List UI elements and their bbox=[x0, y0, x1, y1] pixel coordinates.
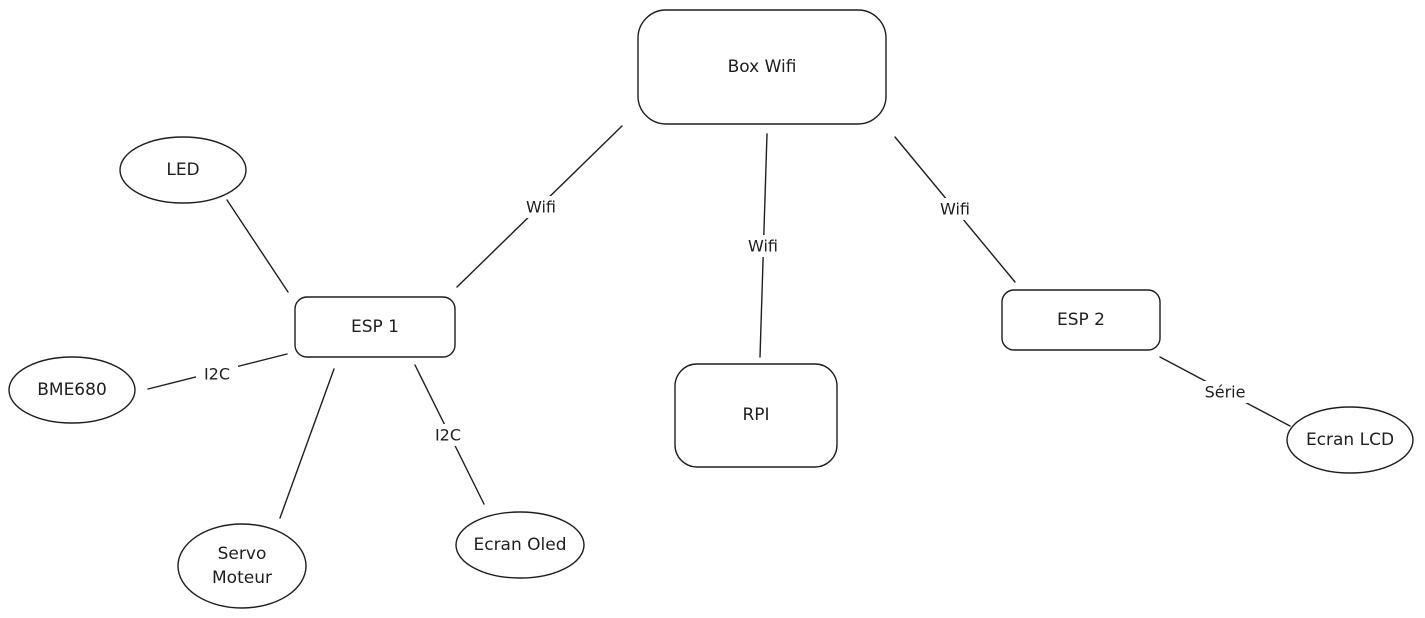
node-label: LED bbox=[166, 160, 199, 180]
edge-label-esp1-oled: I2C bbox=[427, 424, 469, 446]
node-label: Ecran LCD bbox=[1306, 430, 1394, 450]
node-box-wifi: Box Wifi bbox=[637, 9, 887, 125]
node-esp2: ESP 2 bbox=[1001, 289, 1161, 351]
node-led: LED bbox=[119, 136, 247, 204]
edge-label-text: Série bbox=[1205, 383, 1246, 402]
edge-label-text: Wifi bbox=[526, 198, 556, 217]
edge-label-text: Wifi bbox=[940, 200, 970, 219]
node-label: RPI bbox=[742, 405, 769, 425]
edge-label-box-rpi: Wifi bbox=[742, 235, 784, 257]
node-label-line-2: Moteur bbox=[212, 568, 272, 588]
node-label: ESP 1 bbox=[351, 317, 399, 337]
node-ecran-lcd: Ecran LCD bbox=[1286, 406, 1414, 474]
node-label-line-1: Servo bbox=[218, 544, 267, 564]
edge-led-esp1 bbox=[226, 199, 289, 293]
node-ecran-oled: Ecran Oled bbox=[455, 511, 585, 579]
node-label: Ecran Oled bbox=[473, 535, 566, 555]
edge-label-text: I2C bbox=[435, 426, 461, 445]
node-rpi: RPI bbox=[674, 363, 838, 468]
edge-label-esp2-lcd: Série bbox=[1198, 381, 1252, 403]
node-bme680: BME680 bbox=[8, 356, 136, 424]
node-servo-moteur: Servo Moteur bbox=[177, 523, 307, 609]
node-label: Box Wifi bbox=[728, 57, 797, 77]
edge-esp1-servo bbox=[279, 368, 335, 519]
edge-label-esp1-bme680: I2C bbox=[196, 363, 238, 385]
node-esp1: ESP 1 bbox=[294, 296, 456, 358]
node-label: BME680 bbox=[37, 380, 107, 400]
node-label: ESP 2 bbox=[1057, 310, 1105, 330]
edge-label-box-esp1: Wifi bbox=[520, 196, 562, 218]
edge-label-text: Wifi bbox=[748, 237, 778, 256]
edge-label-text: I2C bbox=[204, 365, 230, 384]
edge-label-box-esp2: Wifi bbox=[934, 198, 976, 220]
